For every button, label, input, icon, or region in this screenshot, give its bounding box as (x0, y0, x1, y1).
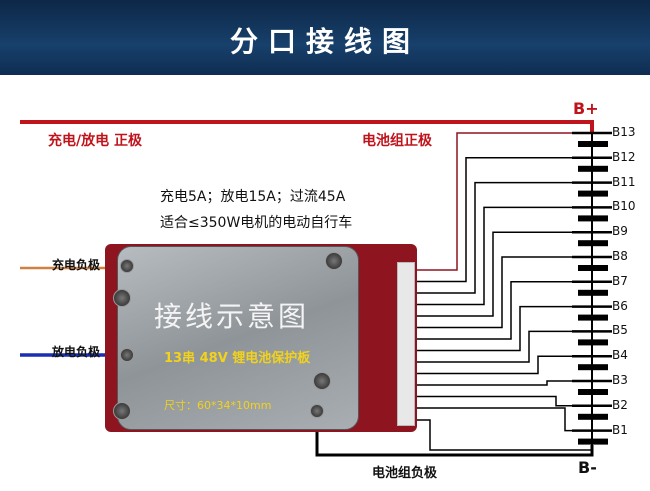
board-subtitle: 13串 48V 锂电池保护板 (164, 351, 311, 366)
page-title: 分口接线图 (229, 25, 420, 58)
header-banner: 分口接线图 (0, 0, 650, 75)
pack-negative-label: 电池组负极 (372, 466, 438, 481)
pack-positive-label: 电池组正极 (362, 133, 432, 149)
cell-label: B7 (612, 273, 628, 288)
balance-wire (413, 206, 572, 306)
cell-label: B6 (612, 298, 628, 313)
cell-label: B9 (612, 224, 628, 239)
cell-negative-plate (578, 389, 608, 395)
cell-label: B3 (612, 373, 628, 387)
cell-negative-plate (578, 339, 608, 346)
discharge-negative-pad (120, 348, 134, 362)
cell-negative-plate (578, 314, 608, 321)
cell-negative-plate (578, 141, 608, 147)
balance-wire (413, 231, 572, 317)
cell-label: B13 (612, 125, 636, 139)
spec-current: 充电5A；放电15A；过流45A (160, 189, 346, 205)
screw-icon (113, 289, 131, 307)
cell-label: B2 (612, 397, 628, 412)
cell-negative-plate (578, 215, 608, 222)
balance-wire-b0 (413, 419, 592, 451)
screw-icon (113, 402, 131, 420)
cell-label: B12 (612, 149, 636, 164)
board-heatsink: 接线示意图 13串 48V 锂电池保护板 尺寸：60*34*10mm (117, 246, 359, 430)
charge-negative-pad (120, 259, 134, 273)
cell-negative-plate (578, 413, 608, 420)
balance-wire (413, 380, 572, 386)
cell-label: B10 (612, 199, 636, 214)
cell-label: B11 (612, 174, 636, 189)
protection-board: 接线示意图 13串 48V 锂电池保护板 尺寸：60*34*10mm (105, 244, 417, 432)
pack-negative-pad (310, 404, 324, 418)
charge-negative-label: 充电负极 (52, 258, 101, 272)
cell-negative-plate (578, 364, 608, 371)
b-minus-label: B- (578, 458, 597, 477)
balance-wire (413, 256, 572, 329)
charge-discharge-positive-label: 充电/放电 正极 (48, 133, 142, 149)
balance-wire (413, 305, 572, 352)
spec-usage: 适合≤350W电机的电动自行车 (160, 215, 353, 231)
cell-label: B4 (612, 348, 628, 363)
cell-negative-plate (578, 438, 608, 445)
balance-wire (413, 132, 572, 271)
balance-wire (413, 355, 572, 375)
screw-icon (313, 372, 331, 390)
cell-negative-plate (578, 265, 608, 271)
balance-connector (397, 262, 415, 426)
balance-wire (413, 395, 572, 407)
b-plus-label: B+ (573, 99, 599, 118)
balance-wire (413, 157, 572, 283)
balance-wire (413, 181, 572, 294)
cell-negative-plate (578, 240, 608, 247)
balance-wire (413, 407, 572, 432)
board-title: 接线示意图 (154, 300, 310, 333)
balance-wire (413, 330, 572, 363)
cell-negative-plate (578, 289, 608, 296)
positive-wire (20, 120, 594, 133)
board-size: 尺寸：60*34*10mm (164, 399, 272, 412)
cell-negative-plate (578, 165, 608, 172)
cell-label: B8 (612, 249, 628, 263)
cell-label: B1 (612, 422, 628, 437)
balance-wire (413, 281, 572, 340)
discharge-negative-label: 放电负极 (52, 345, 101, 359)
cell-negative-plate (578, 190, 608, 197)
cell-label: B5 (612, 323, 628, 338)
screw-icon (325, 252, 343, 270)
